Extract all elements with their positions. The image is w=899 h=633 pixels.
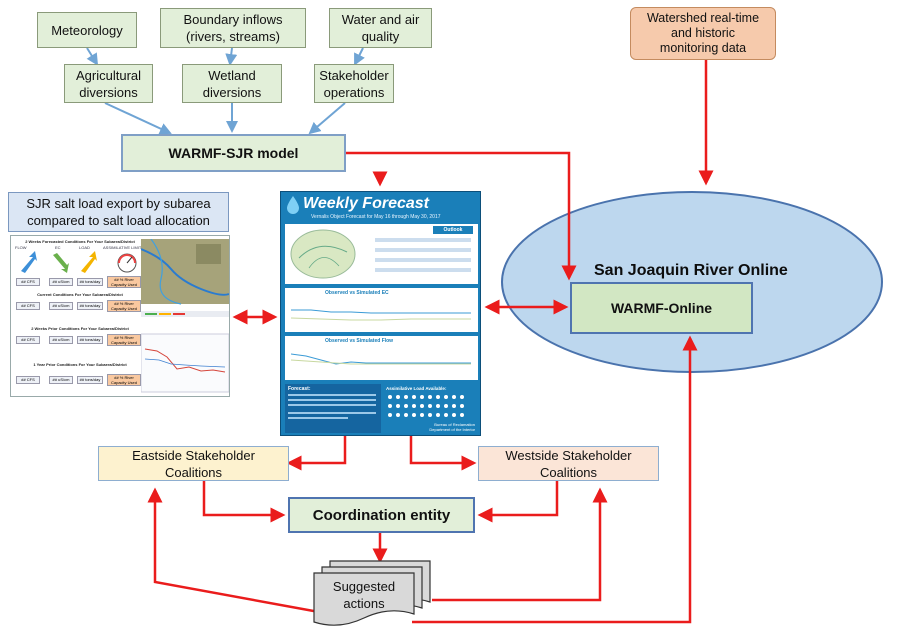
dash-capacity-1: ## % River Capacity Used	[107, 276, 141, 288]
water-air-line1: Water and air	[341, 12, 420, 27]
dash-tons-4: ## tons/day	[77, 376, 103, 384]
boundary-inflows-box: Boundary inflows (rivers, streams)	[160, 8, 306, 48]
dash-col-ec: EC	[55, 245, 61, 250]
ec-chart-title: Observed vs Simulated EC	[325, 290, 389, 296]
westside-line2: Coalitions	[539, 464, 598, 480]
boundary-inflows-line1: Boundary inflows	[183, 12, 283, 27]
wetland-line2: diversions	[202, 84, 262, 100]
westside-coalitions-box: Westside Stakeholder Coalitions	[478, 446, 659, 481]
eastside-line2: Coalitions	[164, 464, 223, 480]
warmf-sjr-model-box: WARMF-SJR model	[121, 134, 346, 172]
dash-col-load: LOAD	[79, 245, 90, 250]
red-connectors	[147, 60, 714, 624]
dash-uscm-3: ## uS/cm	[49, 336, 73, 344]
outlook-badge: Outlook	[433, 226, 473, 234]
capacity-pictogram	[388, 395, 464, 417]
water-air-line2: quality	[361, 29, 400, 44]
suggested-actions-box: Suggested actions	[318, 577, 410, 613]
dash-capacity-4: ## % River Capacity Used	[107, 374, 141, 386]
weekly-forecast-subtitle: Vernalis Object Forecast for May 16 thro…	[311, 214, 441, 220]
footer-interior: Department of the Interior	[429, 427, 475, 432]
westside-line1: Westside Stakeholder	[505, 447, 632, 463]
stakeholder-line1: Stakeholder	[319, 67, 389, 83]
water-drop-icon	[287, 196, 299, 214]
sjr-export-line1: SJR salt load export by subarea	[26, 196, 211, 211]
warmf-online-box: WARMF-Online	[570, 282, 753, 334]
flow-chart-panel: Observed vs Simulated Flow	[285, 336, 478, 380]
dash-uscm-2: ## uS/cm	[49, 302, 73, 310]
dash-uscm-1: ## uS/cm	[49, 278, 73, 286]
dash-cfs-3: ## CFS	[16, 336, 40, 344]
dash-section-forecast: 2 Weeks Forecasted Conditions For Your S…	[25, 239, 135, 244]
wetland-line1: Wetland	[208, 67, 256, 83]
dash-map-and-charts	[141, 239, 229, 393]
forecast-text-panel: Forecast:	[285, 384, 381, 433]
weekly-forecast-thumbnail: Weekly Forecast Vernalis Object Forecast…	[280, 191, 481, 436]
dash-tons-2: ## tons/day	[77, 302, 103, 310]
warmf-online-label: WARMF-Online	[610, 299, 713, 316]
eastside-line1: Eastside Stakeholder	[132, 447, 255, 463]
dash-uscm-4: ## uS/cm	[49, 376, 73, 384]
watershed-monitoring-box: Watershed real-time and historic monitor…	[630, 7, 776, 60]
boundary-inflows-line2: (rivers, streams)	[186, 29, 280, 44]
agricultural-line2: diversions	[79, 84, 138, 100]
dash-section-current: Current Conditions For Your Subarea/Dist…	[37, 292, 123, 297]
dash-col-limit: ASSIMILATIVE LIMIT	[103, 245, 142, 250]
ec-chart-lines	[291, 309, 471, 321]
suggested-line2: actions	[343, 596, 385, 611]
sjr-export-line2: compared to salt load allocation	[27, 213, 210, 228]
watershed-line2: and historic	[671, 26, 735, 40]
dash-trend-icons	[21, 251, 137, 273]
wetland-diversions-box: Wetland diversions	[182, 64, 282, 103]
dash-section-2weeks: 2 Weeks Prior Conditions For Your Subare…	[31, 326, 129, 331]
coordination-label: Coordination entity	[312, 506, 451, 524]
subarea-dashboard-thumbnail: 2 Weeks Forecasted Conditions For Your S…	[10, 235, 230, 397]
dash-capacity-3: ## % River Capacity Used	[107, 334, 141, 346]
weekly-outlook-panel: Outlook	[285, 224, 478, 284]
flow-chart-title: Observed vs Simulated Flow	[325, 338, 394, 344]
watershed-line1: Watershed real-time	[646, 11, 760, 25]
blue-connectors	[86, 47, 365, 135]
weekly-forecast-title: Weekly Forecast	[303, 195, 429, 212]
stakeholder-operations-box: Stakeholder operations	[314, 64, 394, 103]
assimilative-label: Assimilative Load Available:	[386, 386, 447, 391]
water-air-quality-box: Water and air quality	[329, 8, 432, 48]
assimilative-load-panel: Assimilative Load Available: Bureau of R…	[383, 384, 478, 433]
dash-cfs-2: ## CFS	[16, 302, 40, 310]
agricultural-line1: Agricultural	[75, 67, 142, 83]
stakeholder-line2: operations	[323, 84, 385, 100]
agricultural-diversions-box: Agricultural diversions	[64, 64, 153, 103]
watershed-map-icon	[290, 229, 356, 279]
suggested-actions-docs	[313, 560, 431, 626]
flow-chart-lines	[291, 353, 471, 365]
meteorology-box: Meteorology	[37, 12, 137, 48]
dash-cfs-1: ## CFS	[16, 278, 40, 286]
coordination-entity-box: Coordination entity	[288, 497, 475, 533]
dash-tons-1: ## tons/day	[77, 278, 103, 286]
model-label: WARMF-SJR model	[168, 144, 299, 161]
dash-tons-3: ## tons/day	[77, 336, 103, 344]
sjr-salt-load-box: SJR salt load export by subarea compared…	[8, 192, 229, 232]
ec-chart-panel: Observed vs Simulated EC	[285, 288, 478, 332]
dash-section-1year: 1 Year Prior Conditions For Your Subarea…	[33, 362, 127, 367]
dash-capacity-2: ## % River Capacity Used	[107, 300, 141, 312]
sjr-online-title: San Joaquin River Online	[594, 262, 788, 279]
meteorology-label: Meteorology	[51, 22, 123, 38]
dash-cfs-4: ## CFS	[16, 376, 40, 384]
dash-col-flow: FLOW	[15, 245, 27, 250]
eastside-coalitions-box: Eastside Stakeholder Coalitions	[98, 446, 289, 481]
forecast-label: Forecast:	[288, 386, 311, 392]
footer-reclamation: Bureau of Reclamation	[434, 422, 475, 427]
watershed-line3: monitoring data	[659, 41, 747, 55]
suggested-line1: Suggested	[332, 579, 396, 594]
